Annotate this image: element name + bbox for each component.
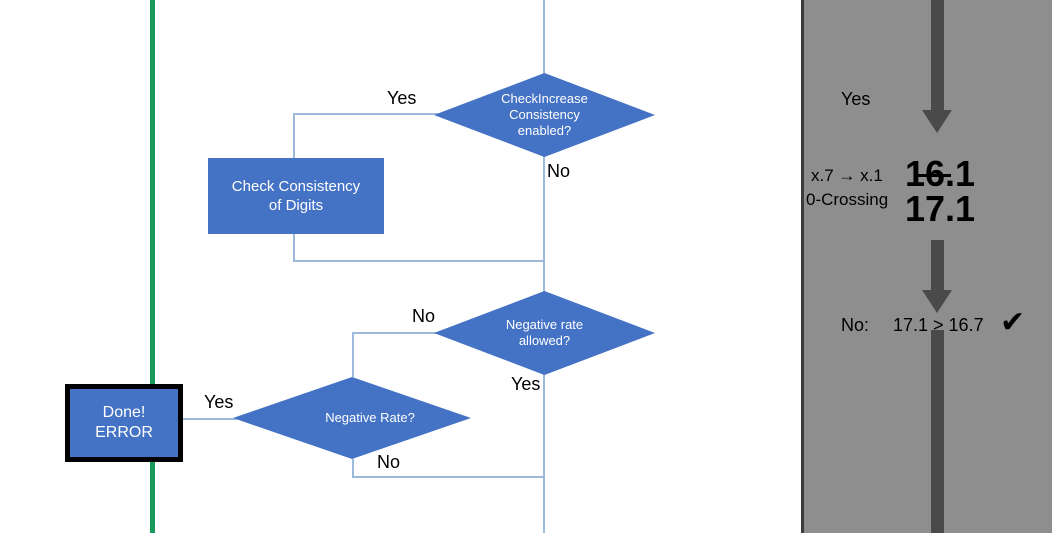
annotation-panel: Yes x.7 → x.1 0-Crossing 16.1 17.1 No: 1… [801, 0, 1052, 533]
edge-label-check-increase-no: No [547, 161, 571, 181]
terminator-done-line2: ERROR [95, 424, 153, 441]
decision-negative-rate-allowed[interactable]: Negative rate allowed? [434, 291, 655, 375]
connector-process-bottom-down [293, 234, 295, 261]
panel-value-crossing: 17.1 [905, 188, 976, 229]
edge-label-negative-rate-yes: Yes [204, 392, 234, 412]
decision-negative-rate-label: Negative Rate? [325, 409, 415, 425]
process-check-consistency-of-digits[interactable]: Check Consistency of Digits [208, 158, 384, 234]
green-divider-line [150, 0, 155, 533]
decision-negative-rate-allowed-label: Negative rate allowed? [506, 317, 583, 350]
process-check-consistency-label: Check Consistency of Digits [232, 177, 360, 216]
connector-negrate-yes-horizontal [172, 418, 237, 420]
edge-label-negative-rate-no: No [377, 452, 401, 472]
connector-negallowed-no-horizontal [352, 332, 440, 334]
connector-negallowed-yes-down [543, 363, 545, 533]
panel-label-rounding: x.7 → x.1 [811, 166, 883, 185]
panel-arrow-top [804, 0, 1052, 133]
decision-check-increase-line2: Consistency [509, 106, 580, 122]
panel-arrow-middle [804, 240, 1052, 315]
edge-label-check-increase-yes: Yes [387, 88, 417, 108]
process-check-consistency-line1: Check Consistency [231, 177, 361, 195]
arrow-shaft [931, 240, 944, 292]
connector-process-return [293, 260, 545, 262]
decision-check-increase-line1: CheckIncrease [501, 90, 588, 106]
decision-negative-rate-allowed-line1: Negative rate [505, 316, 584, 332]
panel-comparison-prefix: No: [841, 315, 870, 335]
arrow-head-icon [922, 110, 952, 133]
edge-label-negative-rate-allowed-no: No [412, 306, 436, 326]
panel-bar-bottom [931, 330, 944, 533]
connector-yes-down [293, 113, 295, 158]
decision-check-increase-consistency[interactable]: CheckIncrease Consistency enabled? [434, 73, 655, 157]
decision-check-increase-line3: enabled? [517, 123, 572, 139]
connector-negrate-no-down [352, 459, 354, 477]
edge-label-negative-rate-allowed-yes: Yes [511, 374, 541, 394]
panel-value-rounded: 16.1 [905, 153, 976, 194]
arrow-shaft [931, 0, 944, 112]
decision-check-increase-label: CheckIncrease Consistency enabled? [501, 91, 588, 140]
process-check-consistency-line2: of Digits [268, 197, 324, 214]
terminator-done-line1: Done! [102, 404, 146, 421]
panel-label-zero-crossing: 0-Crossing [806, 190, 889, 209]
panel-branch-label-yes: Yes [841, 89, 871, 109]
panel-comparison-check-icon: ✔ [1000, 306, 1026, 339]
decision-negative-rate[interactable]: Negative Rate? [233, 377, 471, 459]
connector-negallowed-no-down [352, 332, 354, 377]
connector-no-trunk-middle [543, 156, 545, 298]
connector-yes-horizontal [293, 113, 438, 115]
terminator-done-error[interactable]: Done! ERROR [65, 384, 183, 462]
arrow-head-icon [922, 290, 952, 313]
connector-top-trunk [543, 0, 545, 75]
panel-value-rounded-strikethrough [917, 174, 951, 177]
connector-negrate-no-horizontal [352, 476, 545, 478]
decision-negative-rate-allowed-line2: allowed? [518, 333, 571, 348]
panel-comparison-expression: 17.1 > 16.7 [893, 315, 984, 335]
